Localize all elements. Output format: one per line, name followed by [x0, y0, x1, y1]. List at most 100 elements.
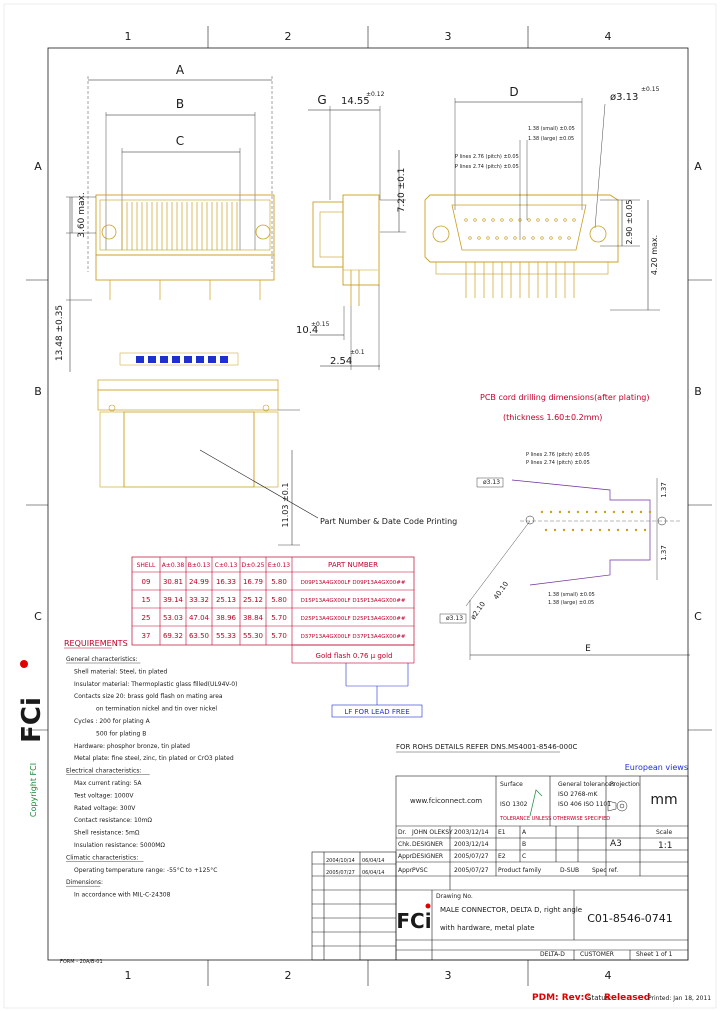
table-cell: 38.96 — [216, 614, 237, 622]
gold-note: Gold flash 0.76 µ gold — [316, 652, 393, 660]
copyright: Copyright FCI — [29, 763, 38, 817]
projection-label: Projection — [610, 781, 640, 788]
spec-ref: Spec ref. — [592, 867, 618, 874]
pcb-pitch-2: P lines 2.74 (pitch) ±0.05 — [526, 460, 590, 466]
pcb-dim-137a: 1.37 — [660, 482, 668, 498]
table-header: C±0.13 — [215, 562, 238, 569]
requirement-line: Electrical characteristics: — [66, 768, 141, 775]
pcb-pitch-1: P lines 2.76 (pitch) ±0.05 — [526, 452, 590, 458]
rev-b: B — [522, 841, 526, 848]
fci-side-logo: FCi Copyright FCI — [17, 660, 47, 817]
table-cell: 5.80 — [271, 578, 287, 586]
zone-col-3-top: 3 — [445, 30, 452, 43]
dim-104-tol: ±0.15 — [311, 321, 330, 328]
dim-254: 2.54 — [330, 356, 352, 367]
requirement-line: on termination nickel and tin over nicke… — [96, 706, 217, 713]
dim-360: 3.60 max. — [77, 192, 87, 237]
dr-date: 2003/12/14 — [454, 829, 489, 836]
rev-date-1: 2004/10/14 — [326, 858, 355, 864]
european-views: European views — [625, 763, 688, 772]
zone-col-4-top: 4 — [605, 30, 612, 43]
zone-col-2-bottom: 2 — [285, 969, 292, 982]
rear-pitch-2: 1.38 (large) ±0.05 — [528, 136, 574, 142]
dim-720: 7.20 ±0.1 — [397, 168, 407, 213]
table-cell: 69.32 — [163, 632, 183, 640]
table-header: SHELL — [137, 562, 156, 569]
zone-row-a-right: A — [694, 160, 702, 173]
dim-a: A — [176, 63, 185, 77]
check-icon — [529, 789, 543, 817]
dim-254-tol: ±0.1 — [350, 349, 365, 356]
table-cell: D37P13A4GX00LF D37P13A4GX00## — [301, 634, 406, 640]
surface-value: ISO 1302 — [500, 801, 528, 808]
dim-g-val: 14.55 — [341, 96, 370, 107]
table-cell: 38.84 — [243, 614, 264, 622]
zone-col-1-top: 1 — [125, 30, 132, 43]
table-cell: 55.30 — [243, 632, 263, 640]
side-view: G 14.55 ±0.12 7.20 ±0.1 10.4 ±0.15 2.54 … — [296, 91, 407, 370]
status-label: Status: — [587, 994, 612, 1002]
rev-date-2: 2005/07/27 — [326, 870, 355, 876]
sheet: Sheet 1 of 1 — [636, 951, 673, 958]
table-cell: D15P13A4GX00LF D15P13A4GX00## — [301, 598, 406, 604]
requirement-line: Metal plate: fine steel, zinc, tin plate… — [74, 755, 234, 762]
pcb-angle: 40.10 — [492, 580, 510, 601]
zone-col-4-bottom: 4 — [605, 969, 612, 982]
dim-b: B — [176, 97, 184, 111]
pcb-dia-2: ø3.13 — [446, 615, 463, 622]
table-cell: 5.80 — [271, 596, 287, 604]
table-cell: 15 — [142, 596, 151, 604]
pcb-angle2: ø2.10 — [469, 600, 487, 621]
table-cell: 39.14 — [163, 596, 184, 604]
part-number-note: Part Number & Date Code Printing — [320, 517, 457, 526]
requirement-line: Cycles : 200 for plating A — [74, 718, 151, 725]
tolerance-value-2: ISO 406 ISO 1101 — [558, 801, 611, 808]
drawing-no-label: Drawing No. — [436, 893, 473, 900]
table-header: A±0.38 — [162, 562, 185, 569]
dim-g: G — [317, 93, 326, 107]
appr-name: PVSC — [412, 867, 428, 874]
units-e2: E2 — [498, 853, 506, 860]
zone-row-c-left: C — [34, 610, 42, 623]
size: A3 — [610, 839, 622, 849]
rear-view: D ø3.13 ±0.15 1.38 (small) ±0.05 1.38 (l… — [424, 85, 660, 311]
title-line-2: with hardware, metal plate — [440, 924, 535, 932]
chk-name: DESIGNER — [412, 841, 443, 848]
requirement-line: Climatic characteristics: — [66, 854, 138, 861]
outer-frame — [3, 3, 717, 1009]
title-line-1: MALE CONNECTOR, DELTA D, right angle — [440, 906, 582, 914]
requirement-line: 500 for plating B — [96, 730, 146, 737]
table-cell: 33.32 — [189, 596, 209, 604]
dr-label: Dr. — [398, 829, 407, 836]
zone-row-c-right: C — [694, 610, 702, 623]
pcb-pitch-4: 1.38 (large) ±0.05 — [548, 600, 594, 606]
requirement-line: Operating temperature range: -55°C to +1… — [74, 867, 217, 874]
title-block-text: www.fciconnect.com Surface ISO 1302 Gene… — [326, 781, 678, 958]
zone-row-a-left: A — [34, 160, 42, 173]
scale: 1:1 — [658, 841, 672, 851]
rohs-note: FOR ROHS DETAILS REFER DNS.MS4001-8546-0… — [396, 743, 578, 751]
dim-1348: 13.48 ±0.35 — [55, 305, 65, 361]
zone-row-b-right: B — [694, 385, 702, 398]
table-cell: 5.70 — [271, 632, 287, 640]
lead-free-note: LF FOR LEAD FREE — [344, 708, 409, 716]
table-cell: 47.04 — [189, 614, 210, 622]
front-view: A B C 3.60 max. 13.48 ±0.35 — [55, 63, 275, 372]
tolerance-warning: TOLERANCE UNLESS OTHERWISE SPECIFIED — [499, 816, 610, 822]
delta: DELTA-D — [540, 951, 565, 958]
dr-name: JOHN OLEKSY — [411, 829, 453, 836]
rear-pitch-3: P lines 2.76 (pitch) ±0.05 — [455, 154, 519, 160]
pcb-pitch-3: 1.38 (small) ±0.05 — [548, 592, 595, 598]
requirement-line: Test voltage: 1000V — [73, 792, 134, 799]
pcb-dim-e: E — [585, 644, 591, 654]
rear-pitch-1: 1.38 (small) ±0.05 — [528, 126, 575, 132]
table-cell: 30.81 — [163, 578, 183, 586]
table-cell: D09P13A4GX00LF D09P13A4GX00## — [301, 580, 406, 586]
appr-date: 2005/07/27 — [454, 867, 489, 874]
app-label: Appr. — [398, 853, 414, 860]
pcb-note-2: (thickness 1.60±0.2mm) — [503, 413, 602, 422]
requirement-line: In accordance with MIL-C-24308 — [74, 892, 171, 899]
table-cell: 53.03 — [163, 614, 183, 622]
pdm-rev: PDM: Rev:C — [532, 993, 591, 1003]
doc-number: C01-8546-0741 — [587, 912, 673, 925]
